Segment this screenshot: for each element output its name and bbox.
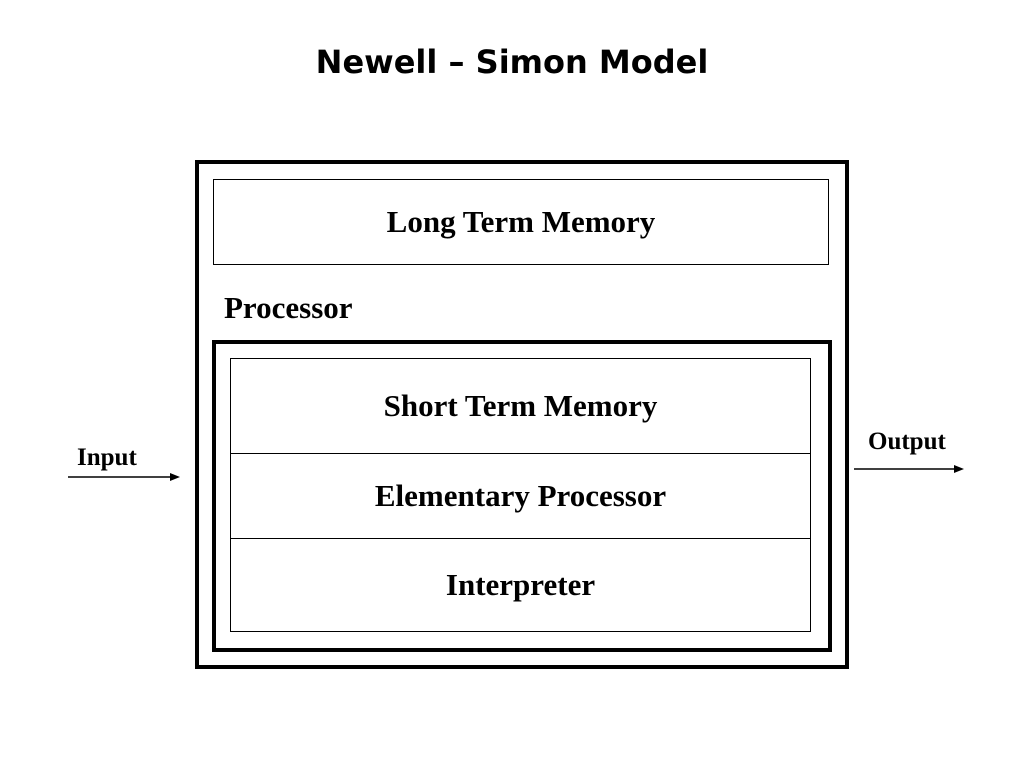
- interpreter-box: Interpreter: [231, 539, 810, 631]
- system-boundary-box: [195, 160, 849, 669]
- elementary-processor-box: Elementary Processor: [231, 454, 810, 539]
- output-arrow-icon: [854, 465, 964, 473]
- diagram-title: Newell – Simon Model: [315, 43, 709, 81]
- processor-box: [212, 340, 832, 652]
- short-term-memory-box: Short Term Memory: [231, 359, 810, 454]
- input-arrow-icon: [68, 473, 180, 481]
- processor-components-stack: Short Term Memory Elementary Processor I…: [230, 358, 811, 632]
- long-term-memory-label: Long Term Memory: [386, 204, 656, 239]
- short-term-memory-label: Short Term Memory: [383, 388, 658, 423]
- processor-label: Processor: [224, 290, 353, 325]
- interpreter-label: Interpreter: [445, 567, 596, 602]
- elementary-processor-label: Elementary Processor: [374, 478, 667, 513]
- output-label: Output: [868, 428, 946, 455]
- long-term-memory-box: Long Term Memory: [213, 179, 829, 265]
- input-label: Input: [77, 444, 137, 471]
